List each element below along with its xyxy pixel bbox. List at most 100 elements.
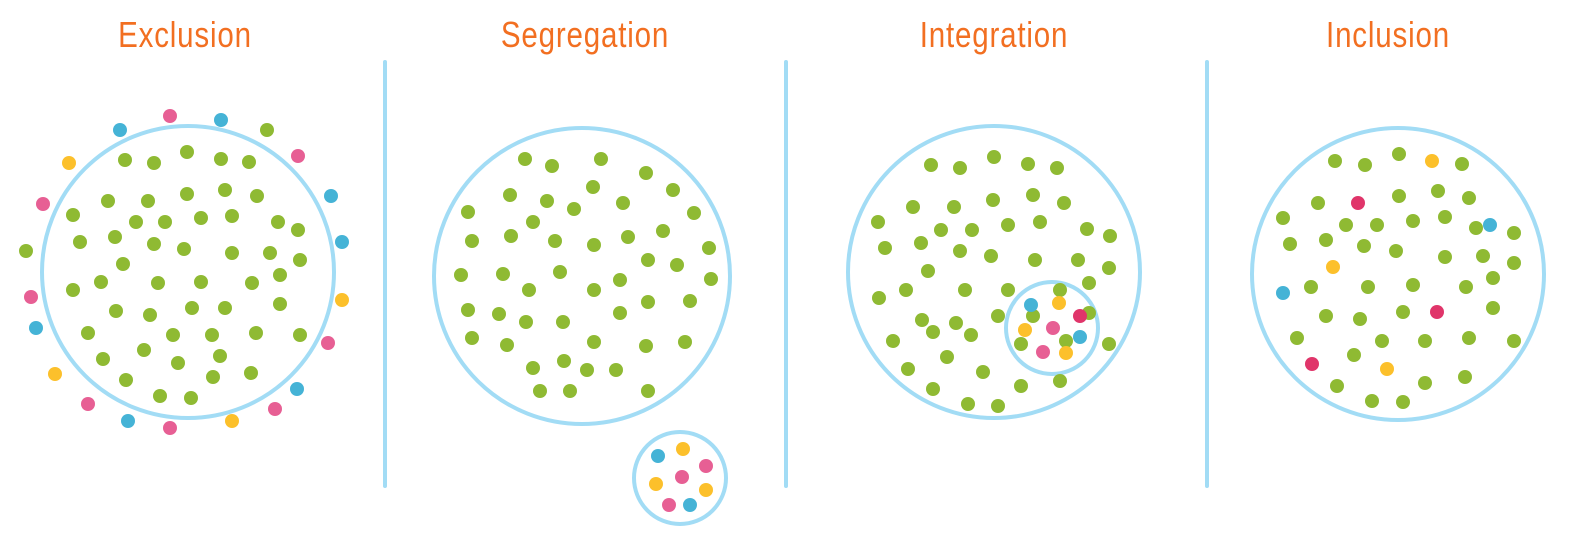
majority-dot [1014, 337, 1028, 351]
pink-dot [699, 459, 713, 473]
pink-dot [291, 149, 305, 163]
majority-dot [947, 200, 961, 214]
majority-dot [613, 306, 627, 320]
majority-dot [143, 308, 157, 322]
majority-dot [66, 283, 80, 297]
majority-dot [557, 354, 571, 368]
yellow-dot [1018, 323, 1032, 337]
pink-dot [36, 197, 50, 211]
blue-dot [1024, 298, 1038, 312]
majority-dot [526, 361, 540, 375]
majority-dot [151, 276, 165, 290]
majority-dot [1353, 312, 1367, 326]
yellow-dot [649, 477, 663, 491]
pink-dot [1046, 321, 1060, 335]
blue-dot [121, 414, 135, 428]
majority-dot [522, 283, 536, 297]
majority-dot [1459, 280, 1473, 294]
majority-dot [94, 275, 108, 289]
majority-dot [586, 180, 600, 194]
blue-dot [1483, 218, 1497, 232]
majority-dot [641, 253, 655, 267]
majority-dot [1102, 261, 1116, 275]
majority-dot [293, 328, 307, 342]
red-dot [1351, 196, 1365, 210]
majority-dot [492, 307, 506, 321]
majority-dot [641, 295, 655, 309]
majority-dot [1365, 394, 1379, 408]
majority-dot [704, 272, 718, 286]
majority-dot [1026, 188, 1040, 202]
yellow-dot [48, 367, 62, 381]
majority-dot [73, 235, 87, 249]
blue-dot [324, 189, 338, 203]
majority-dot [621, 230, 635, 244]
majority-dot [1071, 253, 1085, 267]
majority-dot [1328, 154, 1342, 168]
majority-dot [116, 257, 130, 271]
majority-dot [678, 335, 692, 349]
pink-dot [24, 290, 38, 304]
majority-dot [984, 249, 998, 263]
majority-dot [185, 301, 199, 315]
majority-dot [271, 215, 285, 229]
majority-dot [639, 339, 653, 353]
group-circle [1250, 126, 1546, 422]
majority-dot [901, 362, 915, 376]
majority-dot [1438, 250, 1452, 264]
majority-dot [1028, 253, 1042, 267]
majority-dot [205, 328, 219, 342]
majority-dot [1014, 379, 1028, 393]
group-circle [40, 124, 336, 420]
yellow-dot [335, 293, 349, 307]
majority-dot [553, 265, 567, 279]
red-dot [1305, 357, 1319, 371]
majority-dot [109, 304, 123, 318]
majority-dot [519, 315, 533, 329]
blue-dot [683, 498, 697, 512]
majority-dot [949, 316, 963, 330]
title-integration: Integration [919, 14, 1069, 55]
blue-dot [335, 235, 349, 249]
majority-dot [670, 258, 684, 272]
majority-dot [587, 238, 601, 252]
majority-dot [1370, 218, 1384, 232]
majority-dot [886, 334, 900, 348]
blue-dot [29, 321, 43, 335]
pink-dot [675, 470, 689, 484]
majority-dot [1438, 210, 1452, 224]
majority-dot [260, 123, 274, 137]
majority-dot [141, 194, 155, 208]
majority-dot [1103, 229, 1117, 243]
blue-dot [1276, 286, 1290, 300]
majority-dot [702, 241, 716, 255]
majority-dot [609, 363, 623, 377]
majority-dot [1396, 305, 1410, 319]
majority-dot [1361, 280, 1375, 294]
yellow-dot [1059, 346, 1073, 360]
majority-dot [1347, 348, 1361, 362]
majority-dot [454, 268, 468, 282]
majority-dot [291, 223, 305, 237]
majority-dot [953, 244, 967, 258]
majority-dot [171, 356, 185, 370]
majority-dot [263, 246, 277, 260]
majority-dot [461, 205, 475, 219]
pink-dot [321, 336, 335, 350]
majority-dot [147, 156, 161, 170]
blue-dot [651, 449, 665, 463]
majority-dot [225, 246, 239, 260]
yellow-dot [225, 414, 239, 428]
majority-dot [1053, 374, 1067, 388]
majority-dot [250, 189, 264, 203]
majority-dot [1311, 196, 1325, 210]
majority-dot [1476, 249, 1490, 263]
yellow-dot [1326, 260, 1340, 274]
majority-dot [926, 382, 940, 396]
majority-dot [1059, 334, 1073, 348]
majority-dot [556, 315, 570, 329]
majority-dot [496, 267, 510, 281]
majority-dot [1050, 161, 1064, 175]
majority-dot [461, 303, 475, 317]
